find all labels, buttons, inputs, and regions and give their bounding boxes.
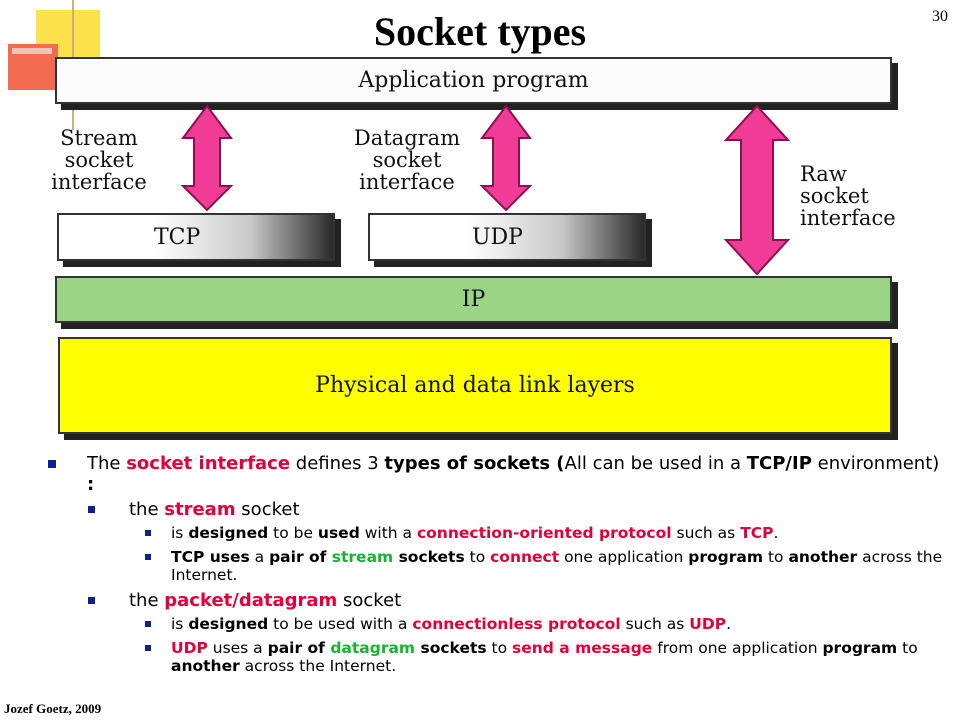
text-bold: program — [688, 548, 764, 566]
text-bold: program — [822, 639, 898, 657]
text: the — [129, 590, 165, 611]
bullet-datagram-designed: is designed to be used with a connection… — [48, 615, 948, 633]
raw-label-line1: Raw — [800, 162, 847, 186]
bullet-marker — [88, 506, 95, 513]
text-highlight: packet/datagram — [164, 590, 338, 611]
bullet-socket-interface: The socket interface defines 3 types of … — [48, 453, 948, 495]
text: the — [129, 499, 165, 520]
datagram-label-line3: interface — [359, 170, 455, 194]
text-highlight: socket interface — [126, 453, 291, 474]
text-highlight: send a message — [512, 639, 653, 657]
stream-label-line2: socket — [64, 148, 134, 172]
text: The — [87, 453, 127, 474]
datagram-socket-interface-label: Datagram socket interface — [337, 127, 477, 193]
text-bold: types of sockets ( — [384, 453, 565, 474]
bullet-marker — [145, 645, 151, 651]
text: to be — [268, 524, 318, 542]
text: across the Internet. — [171, 548, 943, 584]
text-bold: pair of — [269, 548, 332, 566]
text: with a — [359, 524, 417, 542]
text-highlight: stream — [164, 499, 236, 520]
stream-label-line3: interface — [51, 170, 147, 194]
text: to be used with a — [268, 615, 413, 633]
udp-layer: UDP — [368, 213, 646, 261]
text: uses a — [207, 639, 268, 657]
text-bold: used — [317, 524, 360, 542]
stream-label-line1: Stream — [60, 126, 138, 150]
text-green: datagram — [330, 639, 416, 657]
text-bold: TCP uses — [171, 548, 250, 566]
text-bold: TCP/IP — [746, 453, 812, 474]
datagram-label-line2: socket — [372, 148, 442, 172]
text-highlight: UDP — [689, 615, 727, 633]
stream-socket-arrow — [180, 104, 234, 212]
text: from one application — [652, 639, 823, 657]
text: one application — [559, 548, 689, 566]
text-bold: : — [87, 474, 95, 495]
text-highlight: connect — [490, 548, 560, 566]
tcp-label: TCP — [154, 224, 201, 250]
text-bold: pair of — [267, 639, 331, 657]
ip-label: IP — [461, 287, 486, 312]
text: is — [171, 615, 189, 633]
text: . — [726, 615, 731, 633]
application-program-layer: Application program — [55, 57, 892, 104]
text: is — [171, 524, 189, 542]
text: All can be used in a — [564, 453, 747, 474]
text: to — [464, 548, 491, 566]
text-bold: designed — [188, 524, 269, 542]
datagram-socket-arrow — [479, 104, 533, 212]
text: environment) — [811, 453, 940, 474]
text-green: stream — [331, 548, 394, 566]
text: to — [486, 639, 513, 657]
text: such as — [671, 524, 741, 542]
text: a — [249, 548, 270, 566]
bullet-stream-socket: the stream socket — [48, 499, 948, 520]
text-bold: sockets — [415, 639, 487, 657]
text-bold: designed — [188, 615, 269, 633]
text: . — [773, 524, 779, 542]
datagram-label-line1: Datagram — [353, 126, 461, 150]
text: such as — [620, 615, 690, 633]
udp-label: UDP — [472, 224, 523, 250]
text-bold: another — [171, 657, 240, 675]
text-highlight: TCP — [740, 524, 774, 542]
bullet-tcp-uses: TCP uses a pair of stream sockets to con… — [48, 548, 948, 584]
author-footer: Jozef Goetz, 2009 — [4, 701, 102, 716]
ip-layer: IP — [55, 276, 892, 323]
bullet-datagram-socket: the packet/datagram socket — [48, 590, 948, 611]
bullet-list: The socket interface defines 3 types of … — [48, 453, 948, 681]
bullet-marker — [88, 597, 95, 604]
text-highlight: UDP — [171, 639, 208, 657]
physical-label: Physical and data link layers — [315, 373, 635, 398]
raw-label-line2: socket — [800, 184, 869, 208]
stream-socket-interface-label: Stream socket interface — [40, 127, 158, 193]
text-highlight: connection-oriented protocol — [416, 524, 672, 542]
text-bold: another — [788, 548, 858, 566]
raw-socket-interface-label: Raw socket interface — [800, 163, 922, 229]
text: to — [897, 639, 918, 657]
text: socket — [337, 590, 402, 611]
slide-title: Socket types — [373, 9, 587, 54]
bullet-marker — [145, 554, 151, 560]
application-program-label: Application program — [358, 68, 589, 93]
bullet-marker — [48, 460, 56, 468]
bullet-stream-designed: is designed to be used with a connection… — [48, 524, 948, 542]
text-highlight: connectionless protocol — [412, 615, 621, 633]
text: defines 3 — [290, 453, 385, 474]
bullet-marker — [145, 621, 151, 627]
page-number: 30 — [932, 8, 948, 25]
raw-label-line3: interface — [800, 206, 896, 230]
bullet-udp-uses: UDP uses a pair of datagram sockets to s… — [48, 639, 948, 675]
text: to — [763, 548, 789, 566]
text: across the Internet. — [239, 657, 397, 675]
text-bold: sockets — [393, 548, 465, 566]
text: socket — [235, 499, 300, 520]
raw-socket-arrow — [723, 104, 791, 276]
tcp-layer: TCP — [57, 213, 335, 261]
bullet-marker — [145, 530, 151, 536]
physical-data-link-layer: Physical and data link layers — [58, 337, 892, 434]
